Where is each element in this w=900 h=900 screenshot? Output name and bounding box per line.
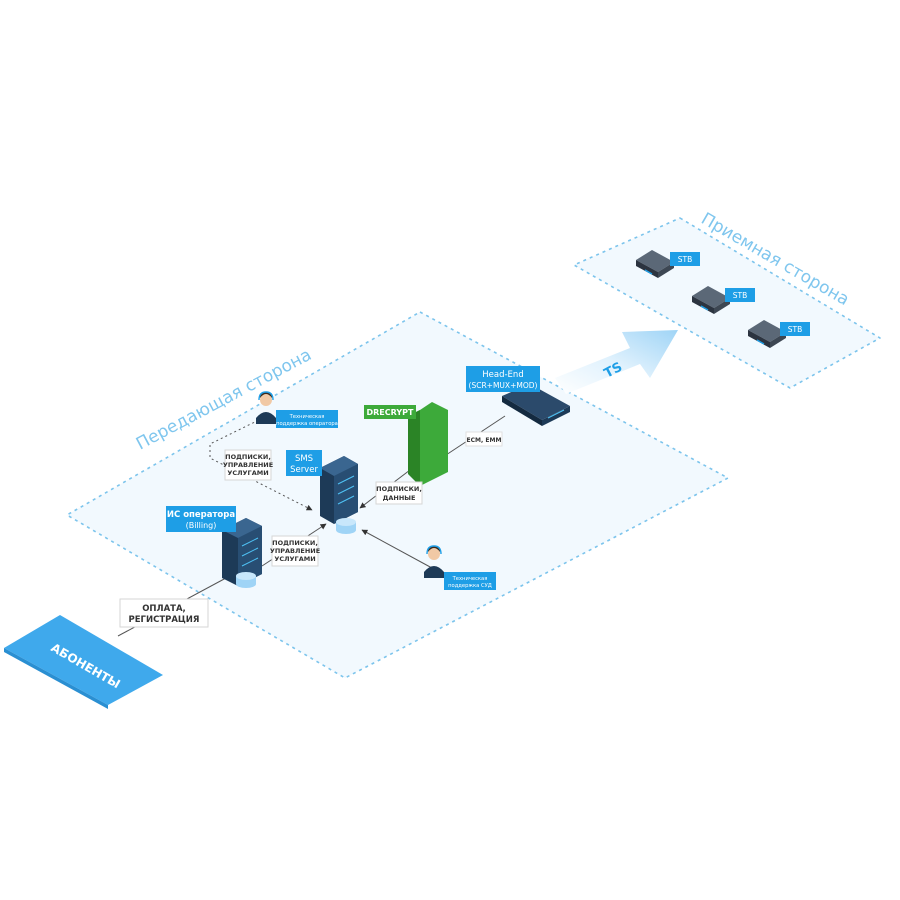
operator-sms-label-line3: УСЛУГАМИ	[227, 469, 268, 477]
sms-drecrypt-label-line1: ПОДПИСКИ,	[376, 485, 422, 493]
operator-support-label-line1: Техническая	[289, 414, 325, 420]
headend-label-line2: (SCR+MUX+MOD)	[469, 381, 538, 390]
stb-device-1[interactable]: STB	[636, 250, 700, 278]
billing-sms-label-line2: УПРАВЛЕНИЕ	[270, 547, 320, 555]
ecm-emm-label: ECM, EMM	[467, 437, 502, 444]
payment-label-line1: ОПЛАТА,	[142, 604, 186, 614]
operator-support-label-line2: поддержка оператора	[276, 421, 338, 427]
billing-sms-label-line1: ПОДПИСКИ,	[272, 539, 318, 547]
operator-support-agent[interactable]: Техническая поддержка оператора	[256, 391, 338, 428]
stb-label-2: STB	[733, 291, 748, 300]
payment-label-line2: РЕГИСТРАЦИЯ	[129, 615, 200, 625]
sms-server[interactable]: SMS Server	[286, 450, 358, 534]
stb-label-1: STB	[678, 255, 693, 264]
drecrypt-box[interactable]: DRECRYPT	[364, 402, 448, 486]
sms-label-line2: Server	[290, 465, 318, 475]
cas-support-label-line2: поддержка СУД	[448, 583, 492, 589]
stb-device-3[interactable]: STB	[748, 320, 810, 348]
sms-label-line1: SMS	[295, 454, 313, 464]
payment-label-box: ОПЛАТА, РЕГИСТРАЦИЯ	[119, 598, 209, 628]
drecrypt-label: DRECRYPT	[367, 408, 415, 417]
stb-device-2[interactable]: STB	[692, 286, 755, 314]
operator-sms-label-line2: УПРАВЛЕНИЕ	[223, 461, 273, 469]
sms-drecrypt-label-line2: ДАННЫЕ	[383, 494, 416, 502]
operator-sms-link	[209, 417, 313, 511]
cas-support-sms-link	[361, 529, 433, 569]
headend-label-line1: Head-End	[482, 370, 523, 380]
cas-support-agent[interactable]: Техническая поддержка СУД	[424, 545, 496, 590]
headset-icon	[426, 545, 442, 555]
subscribers-block[interactable]: АБОНЕНТЫ	[4, 615, 163, 709]
stb-label-3: STB	[788, 325, 803, 334]
operator-sms-label-line1: ПОДПИСКИ,	[225, 453, 271, 461]
billing-label-line2: (Billing)	[186, 521, 217, 530]
billing-sms-label-box: ПОДПИСКИ, УПРАВЛЕНИЕ УСЛУГАМИ	[270, 535, 320, 567]
headend-device[interactable]: Head-End (SCR+MUX+MOD)	[466, 366, 570, 426]
billing-server[interactable]: ИС оператора (Billing)	[166, 506, 262, 588]
operator-sms-label-box: ПОДПИСКИ, УПРАВЛЕНИЕ УСЛУГАМИ	[223, 449, 273, 481]
sms-drecrypt-label-box: ПОДПИСКИ, ДАННЫЕ	[375, 481, 423, 505]
billing-sms-label-line3: УСЛУГАМИ	[274, 555, 315, 563]
billing-label-line1: ИС оператора	[167, 510, 235, 520]
ecm-emm-label-box: ECM, EMM	[465, 431, 503, 447]
headset-icon	[258, 391, 274, 401]
cas-support-label-line1: Техническая	[452, 576, 488, 582]
ts-arrow: TS	[555, 330, 678, 394]
